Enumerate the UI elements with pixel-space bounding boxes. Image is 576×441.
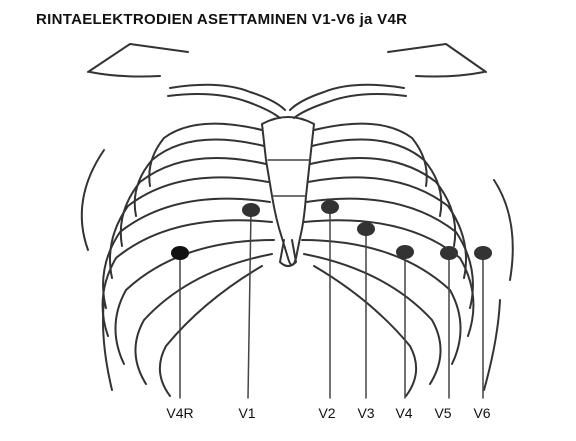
electrode-label-v4: V4 bbox=[395, 405, 412, 421]
electrode-v3-dot bbox=[357, 222, 375, 236]
electrode-v1-dot bbox=[242, 203, 260, 217]
v1-leader bbox=[248, 210, 251, 398]
electrode-v2-dot bbox=[321, 200, 339, 214]
electrode-labels: V4R V1 V2 V3 V4 V5 V6 bbox=[166, 405, 490, 421]
body-outline bbox=[82, 44, 513, 390]
electrode-label-v1: V1 bbox=[238, 405, 255, 421]
electrode-v4-dot bbox=[396, 245, 414, 259]
electrode-label-v6: V6 bbox=[473, 405, 490, 421]
electrode-label-v4r: V4R bbox=[166, 405, 193, 421]
electrode-label-v5: V5 bbox=[434, 405, 451, 421]
electrode-label-v3: V3 bbox=[357, 405, 374, 421]
electrode-v5-dot bbox=[440, 246, 458, 260]
electrode-label-v2: V2 bbox=[318, 405, 335, 421]
electrode-dots bbox=[171, 200, 492, 260]
electrode-v4r-dot bbox=[171, 246, 189, 260]
electrode-v6-dot bbox=[474, 246, 492, 260]
clavicles bbox=[168, 85, 406, 118]
sternum bbox=[262, 117, 314, 266]
